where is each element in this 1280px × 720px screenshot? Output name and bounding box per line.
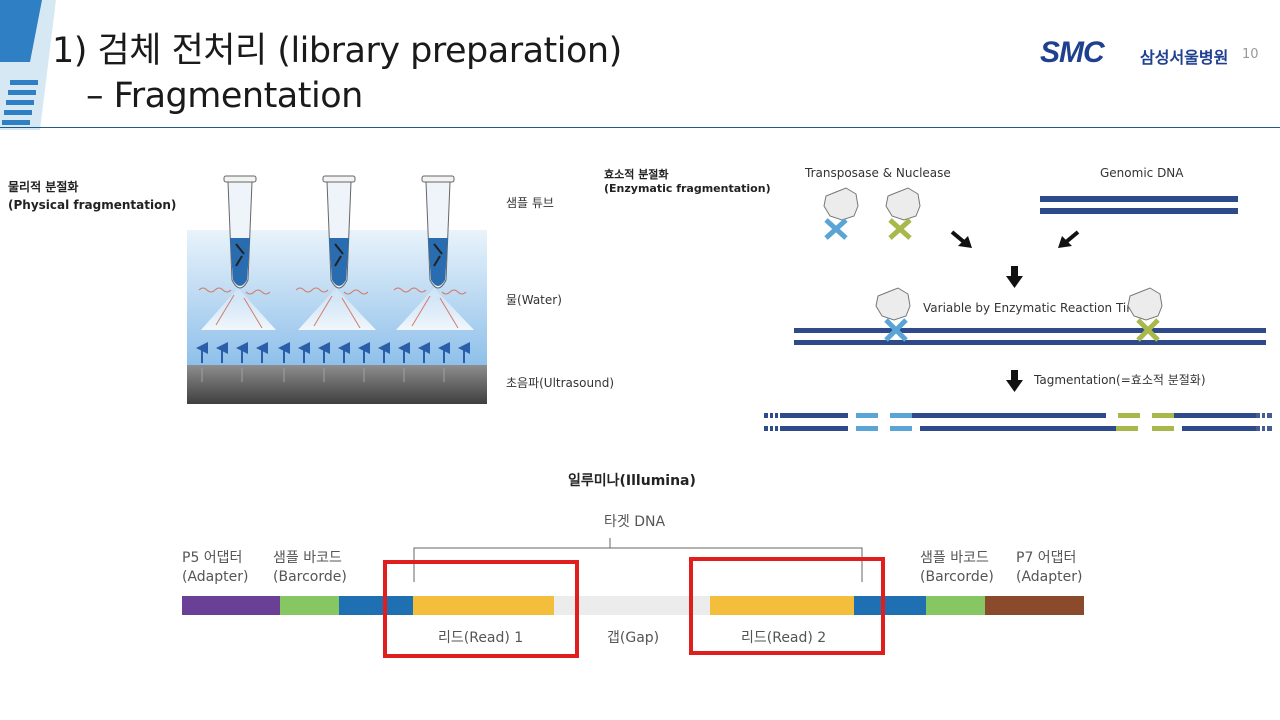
- transposase-on-dna: [875, 287, 911, 342]
- target-dna-label: 타겟 DNA: [604, 514, 666, 530]
- read1-label: 리드(Read) 1: [438, 630, 524, 646]
- barcode-right-label: 샘플 바코드: [920, 550, 989, 566]
- barcode-right-label-en: (Barcorde): [920, 569, 994, 585]
- read1-highlight-box: [383, 560, 579, 658]
- p5-adapter-label: P5 어댑터: [182, 550, 243, 566]
- sample-tube: [223, 175, 257, 289]
- hospital-name: 삼성서울병원: [1140, 48, 1229, 67]
- barcode-right-segment: [926, 596, 985, 615]
- library-structure: [182, 538, 1084, 658]
- page-number: 10: [1242, 47, 1259, 62]
- barcode-left-label-en: (Barcorde): [273, 569, 347, 585]
- target-dna-bracket: [413, 547, 863, 582]
- dna-strand: [794, 328, 1266, 333]
- illumina-title: 일루미나(Illumina): [568, 473, 696, 489]
- genomic-dna-strand: [1040, 208, 1238, 214]
- sample-tube: [322, 175, 356, 289]
- arrow-down-right-icon: [950, 230, 972, 248]
- p7-adapter-segment: [985, 596, 1084, 615]
- water-label: 물(Water): [506, 293, 562, 307]
- page-title-line2: – Fragmentation: [86, 76, 363, 116]
- physical-label-en: (Physical fragmentation): [8, 198, 177, 212]
- page-title-line1: 1) 검체 전처리 (library preparation): [52, 31, 622, 71]
- arrow-down-left-icon: [1058, 230, 1080, 248]
- ultrasound-arrows: [196, 342, 470, 363]
- arrow-down-icon: [1006, 266, 1023, 288]
- barcode-left-segment: [280, 596, 339, 615]
- corner-logo-stripes: [0, 0, 56, 130]
- enzymatic-label-en: (Enzymatic fragmentation): [604, 182, 771, 195]
- read1-segment: [413, 596, 554, 615]
- enzymatic-label-ko: 효소적 분절화: [604, 168, 669, 181]
- p7-adapter-label-en: (Adapter): [1016, 569, 1083, 585]
- arrow-down-icon: [1006, 370, 1023, 392]
- fragmented-dna: [764, 412, 1272, 432]
- p5-adapter-segment: [182, 596, 280, 615]
- read2-highlight-box: [689, 557, 885, 655]
- ultrasound-label: 초음파(Ultrasound): [506, 376, 615, 390]
- ultrasound-base: [187, 365, 487, 404]
- transposase-label: Transposase & Nuclease: [805, 166, 951, 180]
- barcode-left-label: 샘플 바코드: [273, 550, 342, 566]
- gap-segment: [554, 596, 710, 615]
- read2-label: 리드(Read) 2: [741, 630, 827, 646]
- nuclease-enzyme: [885, 187, 921, 240]
- nuclease-on-dna: [1127, 287, 1163, 342]
- sonication-illustration: [187, 175, 487, 404]
- seq-left-segment: [339, 596, 413, 615]
- transposase-enzyme: [823, 187, 859, 240]
- physical-label-ko: 물리적 분절화: [8, 180, 79, 194]
- enzymatic-illustration: [764, 187, 1272, 432]
- dna-strand: [794, 340, 1266, 345]
- p5-adapter-label-en: (Adapter): [182, 569, 249, 585]
- variable-time-label: Variable by Enzymatic Reaction Time: [923, 301, 1146, 315]
- read2-segment: [710, 596, 854, 615]
- genomic-dna-label: Genomic DNA: [1100, 166, 1184, 180]
- smc-logo: SMC: [1040, 36, 1105, 69]
- header-divider: [0, 127, 1280, 128]
- seq-right-segment: [854, 596, 926, 615]
- sample-tube-label: 샘플 튜브: [506, 196, 554, 210]
- p7-adapter-label: P7 어댑터: [1016, 550, 1077, 566]
- sample-tube: [421, 175, 455, 289]
- gap-label: 갭(Gap): [607, 630, 660, 646]
- genomic-dna-strand: [1040, 196, 1238, 202]
- tagmentation-label: Tagmentation(=효소적 분절화): [1034, 373, 1206, 387]
